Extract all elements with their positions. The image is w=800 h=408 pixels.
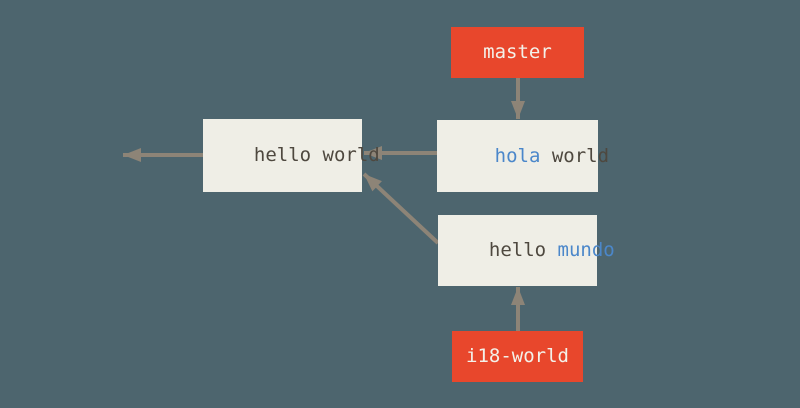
commit-label: hello world (185, 127, 380, 184)
commit-text-part: hello world (253, 144, 380, 166)
commit-node-hello-world: hello world (203, 119, 380, 192)
commit-text-part: mundo (557, 239, 615, 261)
commit-text-part: hello (488, 239, 558, 261)
commit-label: hello mundo (420, 222, 615, 279)
commit-node-hello-mundo: hello mundo (438, 215, 615, 286)
branch-label-master: master (451, 27, 584, 78)
branch-label-i18-world: i18-world (452, 331, 583, 382)
branch-label-i18-world-text: i18-world (466, 345, 569, 367)
branch-label-master-text: master (483, 41, 552, 63)
commit-node-hola-world: hola world (437, 120, 609, 192)
commit-text-part: hola (494, 144, 541, 167)
commit-label: hola world (426, 128, 609, 185)
commit-text-part: world (540, 144, 610, 167)
